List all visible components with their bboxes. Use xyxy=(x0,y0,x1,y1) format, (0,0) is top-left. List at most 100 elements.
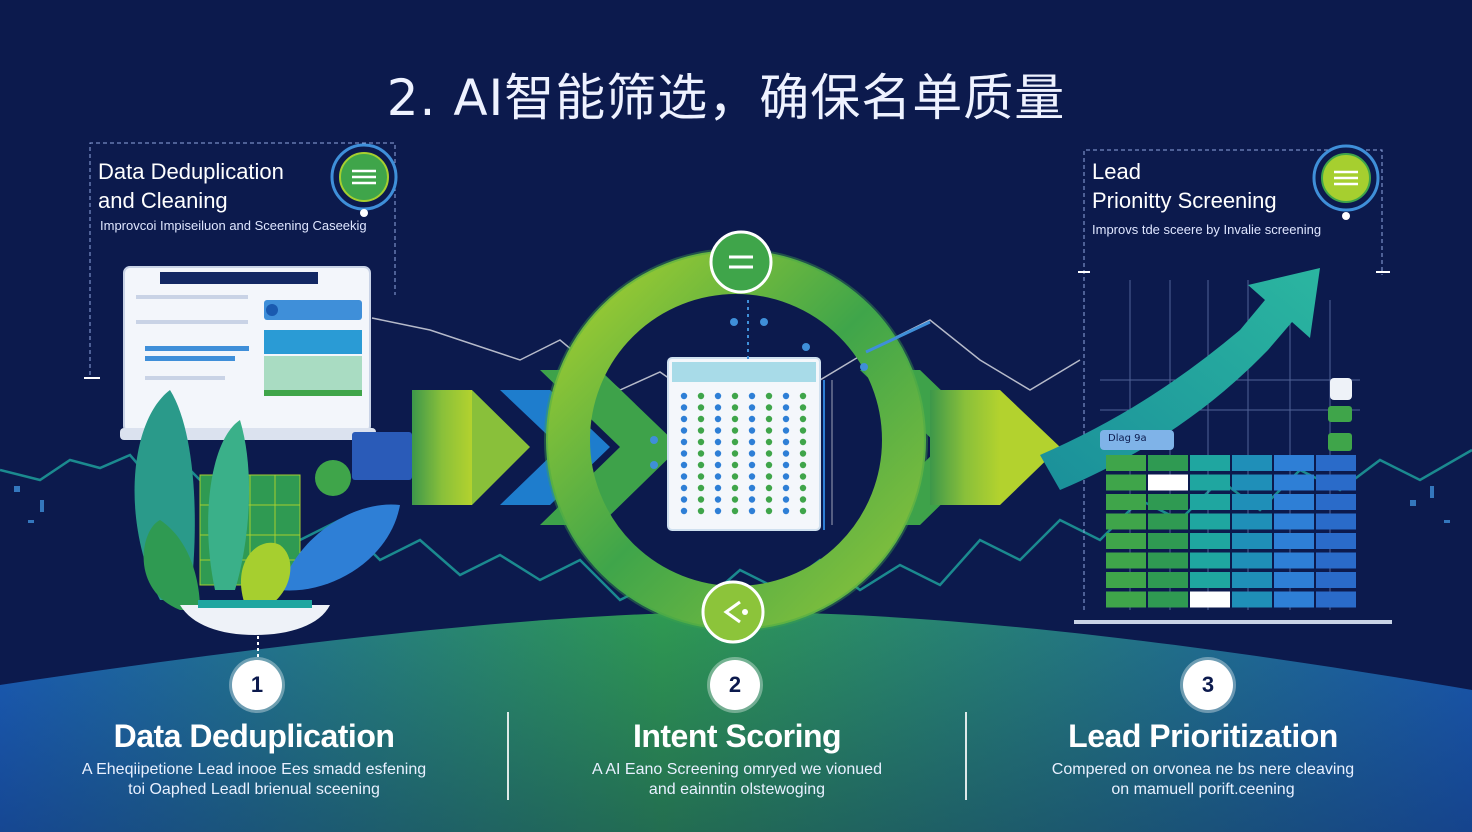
step-number: 3 xyxy=(1183,660,1233,710)
score-dot xyxy=(697,507,705,515)
score-dot xyxy=(731,507,739,515)
table-cell xyxy=(1106,513,1146,530)
score-dot xyxy=(680,461,688,469)
left-panel-title-line1: Data Deduplication xyxy=(98,159,284,184)
score-dot xyxy=(799,404,807,411)
score-dot xyxy=(731,404,739,411)
score-dot xyxy=(731,496,739,503)
step-description: Compered on orvonea ne bs nere cleaving … xyxy=(993,760,1413,800)
table-cell xyxy=(1232,591,1272,608)
table-cell xyxy=(1232,513,1272,530)
flow-arrow-right xyxy=(860,370,1060,525)
score-dot xyxy=(765,438,773,446)
score-dot xyxy=(782,461,790,469)
score-dot xyxy=(697,461,705,469)
plant-leaf xyxy=(208,420,250,590)
step-description-line: Compered on orvonea ne bs nere cleaving xyxy=(1051,761,1355,778)
score-dot xyxy=(714,507,722,515)
score-dot xyxy=(799,427,807,434)
table-cell xyxy=(1316,533,1356,549)
score-dot xyxy=(799,392,807,400)
table-cell xyxy=(1148,474,1188,491)
table-cell xyxy=(1274,513,1314,530)
score-dot xyxy=(765,473,773,480)
table-cell xyxy=(1274,533,1314,549)
score-dot xyxy=(680,404,688,411)
score-dot xyxy=(782,438,790,446)
score-dot xyxy=(731,415,739,423)
table-cell xyxy=(1148,572,1188,588)
score-dot xyxy=(748,496,756,503)
step-description-line: A Eheqiipetione Lead inooe Ees smadd esf… xyxy=(81,761,427,778)
score-dot xyxy=(748,484,756,492)
score-dot xyxy=(714,461,722,469)
score-dot xyxy=(799,484,807,492)
page-title: 2. AI智能筛选，确保名单质量 xyxy=(386,69,1066,127)
step-title: Lead Prioritization xyxy=(1068,718,1338,754)
score-dot xyxy=(680,438,688,446)
score-dot xyxy=(782,392,790,400)
score-dot xyxy=(748,507,756,515)
score-dot xyxy=(748,438,756,446)
left-panel-subtitle: Improvcoi Impiseiluon and Sceening Casee… xyxy=(100,218,367,233)
score-dot xyxy=(697,496,705,503)
table-cell xyxy=(1316,455,1356,471)
left-panel-title-line2: and Cleaning xyxy=(98,188,228,213)
table-cell xyxy=(1316,591,1356,608)
score-dot xyxy=(782,450,790,457)
table-cell xyxy=(1148,494,1188,510)
score-dot xyxy=(799,507,807,515)
step-title: Data Deduplication xyxy=(113,718,395,754)
table-cell xyxy=(1190,533,1230,549)
table-cell xyxy=(1274,455,1314,471)
table-cell xyxy=(1148,591,1188,608)
table-cell xyxy=(1274,494,1314,510)
table-cell xyxy=(1190,455,1230,471)
step-title: Intent Scoring xyxy=(632,718,842,754)
table-cell xyxy=(1190,591,1230,608)
right-panel-subtitle: Improvs tde sceere by Invalie screening xyxy=(1092,222,1322,237)
step-description-line: A AI Eano Screening omryed we vionued xyxy=(592,761,882,778)
table-cell xyxy=(1232,533,1272,549)
score-dot xyxy=(697,392,705,400)
score-dot xyxy=(782,415,790,423)
score-dot xyxy=(731,392,739,400)
table-cell xyxy=(1316,513,1356,530)
right-panel-title-line2: Prionitty Screening xyxy=(1092,188,1277,213)
score-dot xyxy=(748,461,756,469)
plant-leaf xyxy=(143,520,200,610)
table-cell xyxy=(1274,474,1314,491)
score-dot xyxy=(765,392,773,400)
table-cell xyxy=(1316,572,1356,588)
score-dot xyxy=(731,438,739,446)
table-cell xyxy=(1316,494,1356,510)
right-panel-title: Lead Prionitty Screening xyxy=(1092,157,1277,215)
plant-leaf xyxy=(280,504,400,591)
table-cell xyxy=(1106,474,1146,491)
table-cell xyxy=(1106,533,1146,549)
step-number: 1 xyxy=(232,660,282,710)
table-cell xyxy=(1232,552,1272,569)
score-dot xyxy=(765,484,773,492)
table-cell xyxy=(1106,552,1146,569)
score-dot xyxy=(680,392,688,400)
score-dot xyxy=(697,427,705,434)
score-dot xyxy=(782,404,790,411)
plant-bowl xyxy=(180,605,330,635)
score-dot xyxy=(680,484,688,492)
score-dot xyxy=(714,484,722,492)
table-cell xyxy=(1190,474,1230,491)
step-description-line: and eainntin olstewoging xyxy=(648,781,826,798)
score-dot xyxy=(680,473,688,480)
score-dot xyxy=(765,450,773,457)
table-cell xyxy=(1190,552,1230,569)
score-dot xyxy=(799,450,807,457)
score-dot xyxy=(782,427,790,434)
score-dot xyxy=(697,484,705,492)
score-dot xyxy=(697,473,705,480)
priority-bar-table xyxy=(1106,455,1356,608)
table-cell xyxy=(1106,455,1146,471)
table-cell xyxy=(1148,533,1188,549)
step-description: A AI Eano Screening omryed we vionued an… xyxy=(527,760,947,800)
score-dot xyxy=(714,392,722,400)
